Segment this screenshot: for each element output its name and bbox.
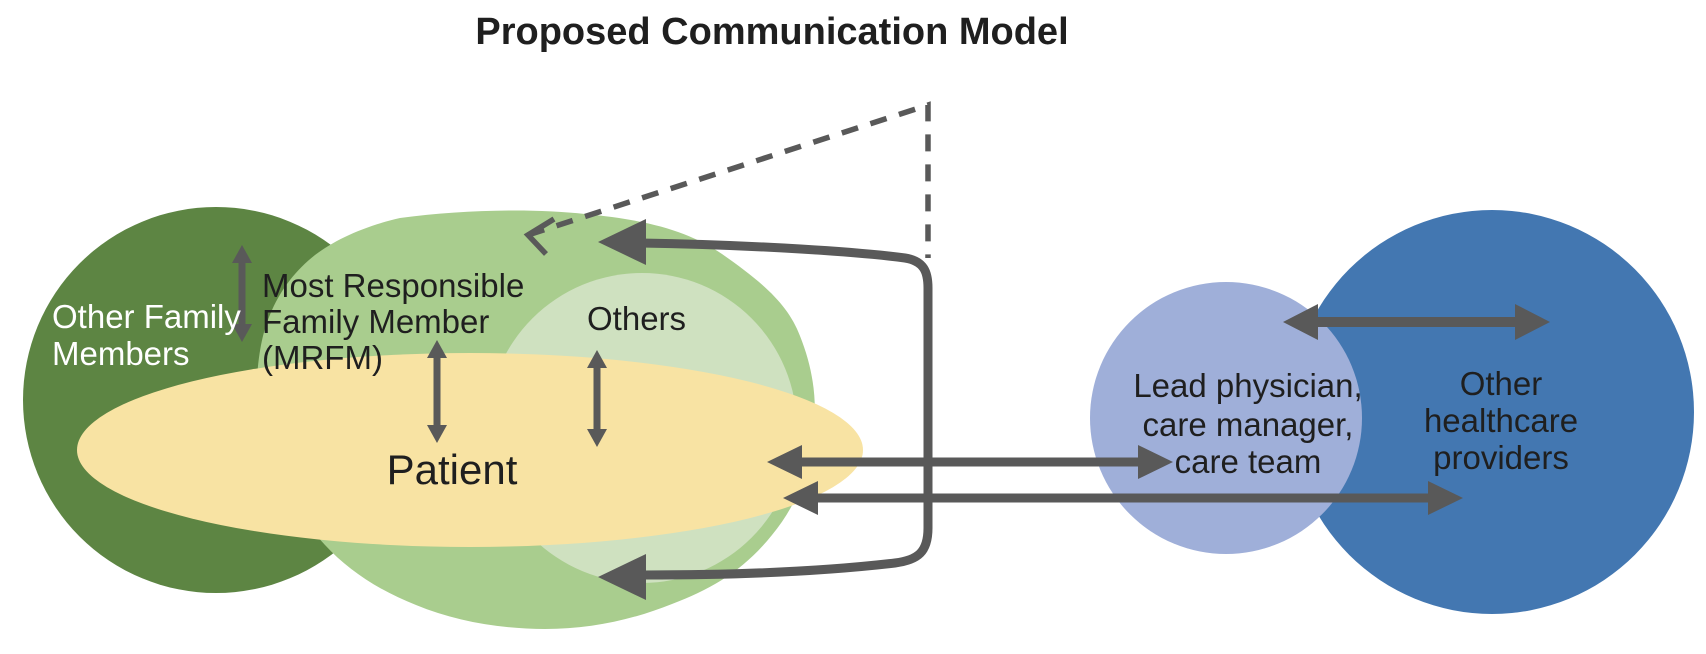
label-line: (MRFM) [262,339,383,376]
other-providers-label: Other healthcare providers [1424,365,1578,476]
arrow-shaft [238,261,246,327]
arrowhead-right-icon [1515,304,1550,340]
patient-ellipse [77,353,863,547]
care-team-label: Lead physician, care manager, care team [1133,367,1362,480]
label-line: Family Member [262,303,489,340]
label-line: Most Responsible [262,267,524,304]
mrfm-label: Most Responsible Family Member (MRFM) [262,267,524,376]
arrow-mrfm-patient [427,340,447,443]
others-label: Others [587,300,686,337]
label-line: healthcare [1424,402,1578,439]
dashed-line [527,101,931,258]
arrowhead-down-icon [232,324,252,342]
arrow-others-patient [587,350,607,447]
arrowhead-down-icon [587,429,607,447]
arrowhead-up-icon [232,245,252,263]
arrowhead-up-icon [427,340,447,358]
arrow-family-mrfm [232,245,252,342]
label-line: Lead physician, [1133,367,1362,404]
patient-label: Patient [387,446,518,493]
page-title: Proposed Communication Model [475,11,1068,53]
arrow-patient-care-team [767,445,1173,479]
dashed-referral-arrow [523,101,931,258]
arrow-shaft [433,356,441,427]
hook-top-arrowhead-icon [598,219,646,265]
arrowhead-left-icon [1283,304,1318,340]
arrow-shaft [593,366,601,431]
arrow-shaft [796,457,1142,467]
label-line: Members [52,335,190,372]
label-line: care team [1175,443,1322,480]
arrowhead-up-icon [587,350,607,368]
arrow-shaft [812,493,1434,503]
label-line: providers [1433,439,1569,476]
hook-path [639,238,933,580]
arrow-care-team-providers [1283,304,1550,340]
arrowhead-right-icon [1428,481,1463,515]
dashed-open-arrowhead-icon [523,216,556,256]
label-line: care manager, [1143,406,1354,443]
arrow-shaft [1310,317,1525,327]
arrowhead-left-icon [783,481,818,515]
hook-bottom-arrowhead-icon [598,554,646,600]
label-line: Other Family [52,298,241,335]
arrowhead-right-icon [1138,445,1173,479]
arrowhead-left-icon [767,445,802,479]
label-line: Other [1460,365,1543,402]
arrowhead-down-icon [427,425,447,443]
care-team-circle [1090,282,1362,554]
other-healthcare-providers-circle [1290,210,1694,614]
care-team-to-family-hook-arrow [598,219,933,600]
other-family-members-label: Other Family Members [52,298,241,372]
arrow-patient-providers [783,481,1463,515]
